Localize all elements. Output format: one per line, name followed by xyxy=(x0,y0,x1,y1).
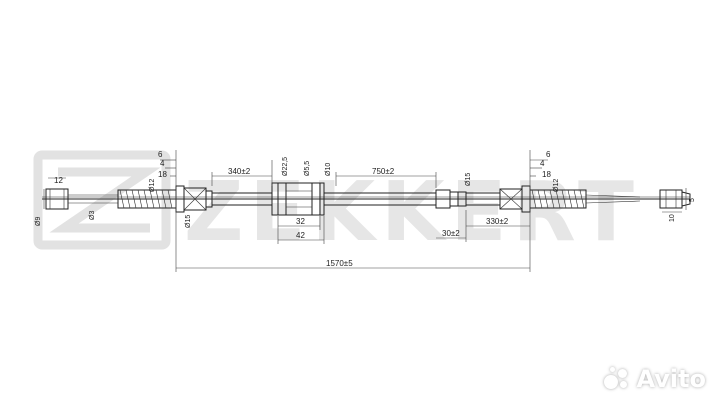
label-d3: Ø3 xyxy=(89,211,96,220)
label-d15-left: Ø15 xyxy=(185,215,192,228)
label-d10: Ø10 xyxy=(325,163,332,176)
label-10: 10 xyxy=(669,214,676,222)
label-d12-left: Ø12 xyxy=(149,179,156,192)
label-18-left: 18 xyxy=(158,170,167,179)
label-total-length: 1570±5 xyxy=(326,259,353,268)
label-32: 32 xyxy=(296,217,305,226)
left-end-nipple xyxy=(45,188,118,210)
label-42: 42 xyxy=(296,231,305,240)
right-collar xyxy=(435,189,500,209)
label-18-right: 18 xyxy=(542,170,551,179)
label-d9: Ø9 xyxy=(35,217,42,226)
label-d5-5: Ø5,5 xyxy=(304,161,311,176)
avito-watermark: Avito xyxy=(602,365,706,393)
label-750: 750±2 xyxy=(372,167,395,176)
right-spring xyxy=(529,189,587,209)
right-end-nipple xyxy=(585,189,691,209)
left-fitting xyxy=(175,185,213,213)
label-5: 5 xyxy=(689,198,696,202)
label-d12-right: Ø12 xyxy=(553,179,560,192)
avito-logo-icon xyxy=(602,365,630,393)
label-len12: 12 xyxy=(54,176,63,185)
right-fitting xyxy=(499,185,531,213)
label-6-right: 6 xyxy=(546,150,551,159)
label-340: 340±2 xyxy=(228,167,251,176)
label-6-left: 6 xyxy=(158,150,163,159)
svg-text:ZEKKERT: ZEKKERT xyxy=(184,165,640,260)
label-4-right: 4 xyxy=(540,159,545,168)
label-30: 30±2 xyxy=(442,229,460,238)
dimension-labels: Ø9 12 Ø12 Ø3 6 4 18 Ø15 340±2 Ø22,5 Ø5,5… xyxy=(35,150,696,268)
label-330: 330±2 xyxy=(486,217,509,226)
brand-logo-watermark: ZEKKERT xyxy=(33,150,640,260)
dimension-lines xyxy=(43,150,687,272)
label-d22-5: Ø22,5 xyxy=(282,157,289,176)
avito-watermark-text: Avito xyxy=(636,365,706,393)
label-d15-right: Ø15 xyxy=(465,173,472,186)
label-4-left: 4 xyxy=(160,159,165,168)
